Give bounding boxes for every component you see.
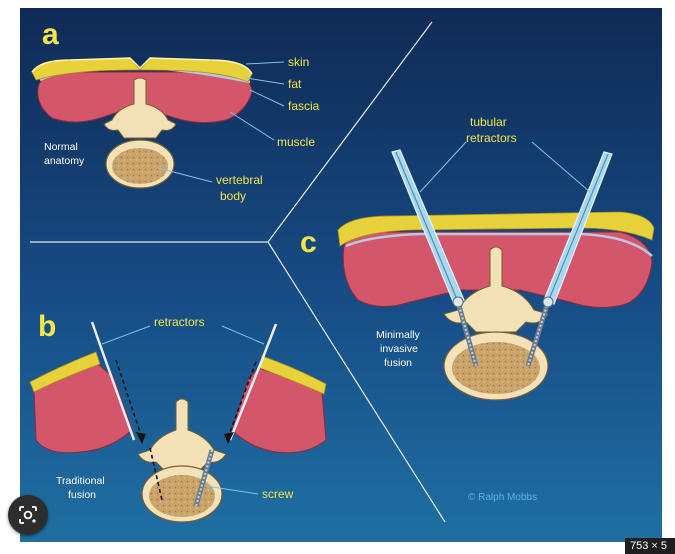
label-retractors-c: retractors <box>466 131 517 145</box>
lens-icon <box>18 505 38 525</box>
caption-b-line2: fusion <box>68 489 96 501</box>
copyright-text: © Ralph Mobbs <box>468 492 537 503</box>
visual-search-button[interactable] <box>8 495 48 535</box>
label-screw: screw <box>262 487 294 501</box>
caption-b-line1: Traditional <box>56 475 105 487</box>
panel-a-letter: a <box>42 18 59 51</box>
caption-a-line2: anatomy <box>44 155 85 167</box>
caption-c-line3: fusion <box>384 357 412 369</box>
label-skin: skin <box>288 55 309 69</box>
label-vertebral: vertebral <box>216 173 263 187</box>
label-fat: fat <box>288 77 302 91</box>
label-fascia: fascia <box>288 99 320 113</box>
panel-c-letter: c <box>300 226 317 259</box>
caption-c-line1: Minimally <box>376 329 421 341</box>
panel-b-letter: b <box>38 310 56 343</box>
image-size-badge: 753 × 5 <box>625 538 675 554</box>
caption-a-line1: Normal <box>44 141 78 153</box>
label-body: body <box>220 189 246 203</box>
caption-c-line2: invasive <box>380 343 418 355</box>
label-muscle: muscle <box>277 135 315 149</box>
label-retractors: retractors <box>154 315 205 329</box>
label-tubular: tubular <box>470 115 507 129</box>
